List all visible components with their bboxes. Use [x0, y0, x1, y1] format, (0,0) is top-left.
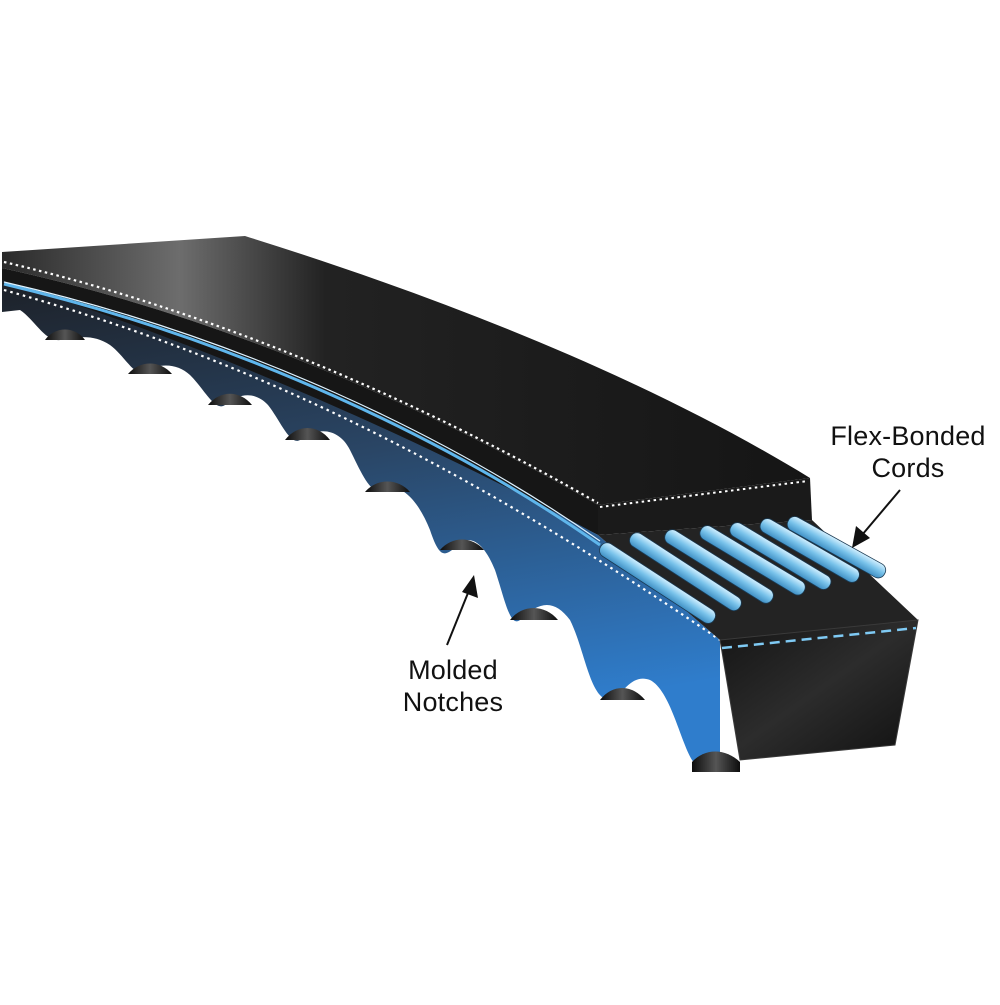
molded-notches: [45, 329, 740, 772]
callout-line: Molded: [408, 655, 498, 685]
cut-end-top: [598, 478, 812, 535]
flex-bonded-cords: [599, 516, 887, 624]
side-cord-streak: [3, 282, 601, 547]
end-face-stitch: [721, 626, 917, 650]
callout-flex-bonded-cords: Flex-Bonded Cords: [808, 420, 1000, 484]
callout-molded-notches: Molded Notches: [378, 654, 528, 718]
callout-line: Cords: [871, 453, 945, 483]
belt-top-face: [2, 236, 810, 505]
cut-end-face: [719, 619, 919, 761]
top-stitch-line: [3, 260, 599, 504]
callout-line: Flex-Bonded: [830, 421, 986, 451]
side-stitch-line: [3, 288, 721, 641]
arrow-flex-bonded-cords: [852, 489, 901, 548]
callout-line: Notches: [402, 687, 504, 717]
arrow-molded-notches: [446, 575, 478, 646]
